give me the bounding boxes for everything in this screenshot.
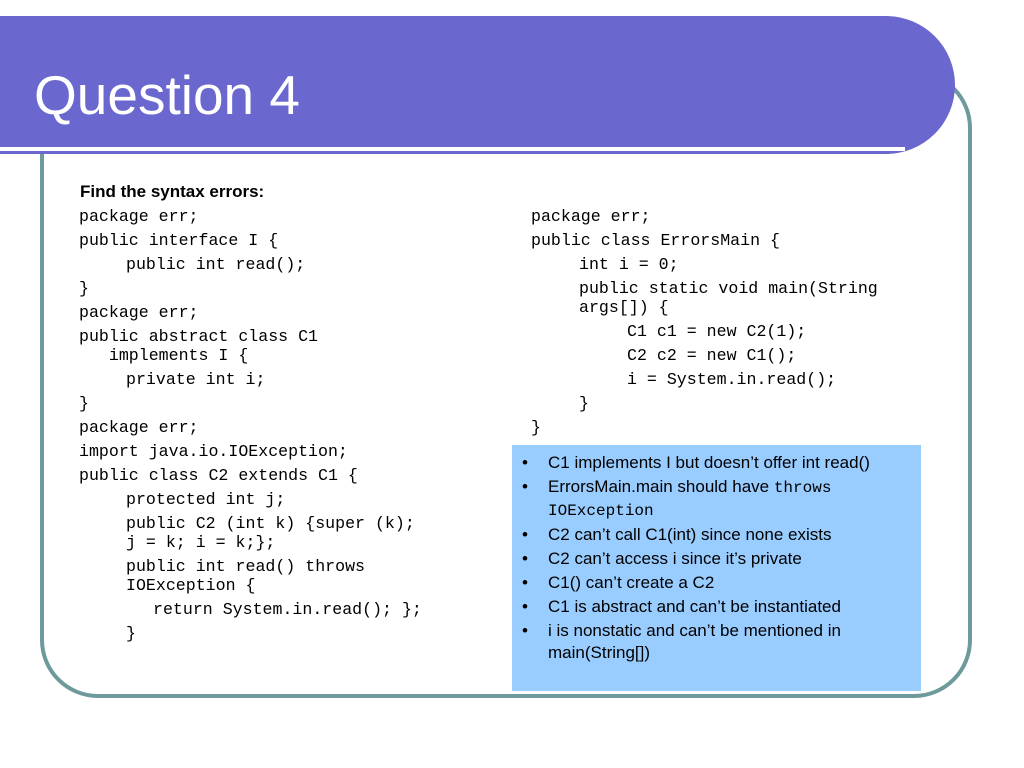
answer-text: C1 implements I but doesn’t offer int re… [548, 453, 870, 472]
title-underline [0, 147, 905, 151]
code-line: import java.io.IOException; [79, 442, 348, 461]
answer-item: • C1 implements I but doesn’t offer int r… [520, 452, 915, 474]
code-block-right: package err; public class ErrorsMain { int… [531, 207, 971, 442]
code-line: int i = 0; [579, 255, 679, 274]
bullet-icon: • [522, 453, 528, 472]
code-line: public int read() throws IOException { [126, 557, 365, 595]
answer-text: ErrorsMain.main should have [548, 477, 774, 496]
answer-text: C2 can’t call C1(int) since none exists [548, 525, 832, 544]
bullet-icon: • [522, 573, 528, 592]
answer-item: • C1 is abstract and can’t be instantiate… [520, 596, 915, 618]
bullet-icon: • [522, 597, 528, 616]
code-line: public class C2 extends C1 { [79, 466, 358, 485]
slide-title: Question 4 [34, 64, 301, 126]
bullet-icon: • [522, 621, 528, 640]
code-line: package err; [79, 303, 199, 322]
answer-code: throws IOException [548, 479, 832, 520]
answer-item: • C2 can’t call C1(int) since none exists [520, 524, 915, 546]
answer-text: C2 can’t access i since it’s private [548, 549, 802, 568]
code-line: } [126, 624, 136, 643]
heading: Find the syntax errors: [80, 182, 265, 201]
code-line: public class ErrorsMain { [531, 231, 780, 250]
code-line: public static void main(String args[]) { [579, 279, 878, 317]
code-line: package err; [79, 207, 199, 226]
code-line: i = System.in.read(); [627, 370, 837, 389]
code-line: package err; [79, 418, 199, 437]
code-line: } [531, 418, 541, 437]
code-line: public int read(); [126, 255, 306, 274]
code-line: public abstract class C1 implements I { [79, 327, 318, 365]
code-line: } [79, 394, 89, 413]
answer-text: C1 is abstract and can’t be instantiated [548, 597, 841, 616]
code-line: C1 c1 = new C2(1); [627, 322, 807, 341]
answer-callout: • C1 implements I but doesn’t offer int r… [512, 445, 921, 691]
answer-item: • C2 can’t access i since it’s private [520, 548, 915, 570]
code-line: C2 c2 = new C1(); [627, 346, 797, 365]
title-bar: Question 4 [0, 16, 955, 154]
code-line: public interface I { [79, 231, 279, 250]
code-line: } [579, 394, 589, 413]
answer-item: • C1() can’t create a C2 [520, 572, 915, 594]
code-line: return System.in.read(); }; [153, 600, 422, 619]
answer-item: • i is nonstatic and can’t be mentioned i… [520, 620, 915, 664]
code-line: public C2 (int k) {super (k); j = k; i =… [126, 514, 415, 552]
code-line: protected int j; [126, 490, 286, 509]
bullet-icon: • [522, 549, 528, 568]
answer-text: i is nonstatic and can’t be mentioned in… [548, 621, 841, 662]
code-block-left: package err; public interface I { public i… [79, 207, 489, 648]
code-line: } [79, 279, 89, 298]
bullet-icon: • [522, 477, 528, 496]
answer-item: • ErrorsMain.main should have throws IOEx… [520, 476, 915, 522]
code-line: private int i; [126, 370, 266, 389]
code-line: package err; [531, 207, 651, 226]
bullet-icon: • [522, 525, 528, 544]
answer-list: • C1 implements I but doesn’t offer int r… [520, 452, 915, 664]
answer-text: C1() can’t create a C2 [548, 573, 715, 592]
